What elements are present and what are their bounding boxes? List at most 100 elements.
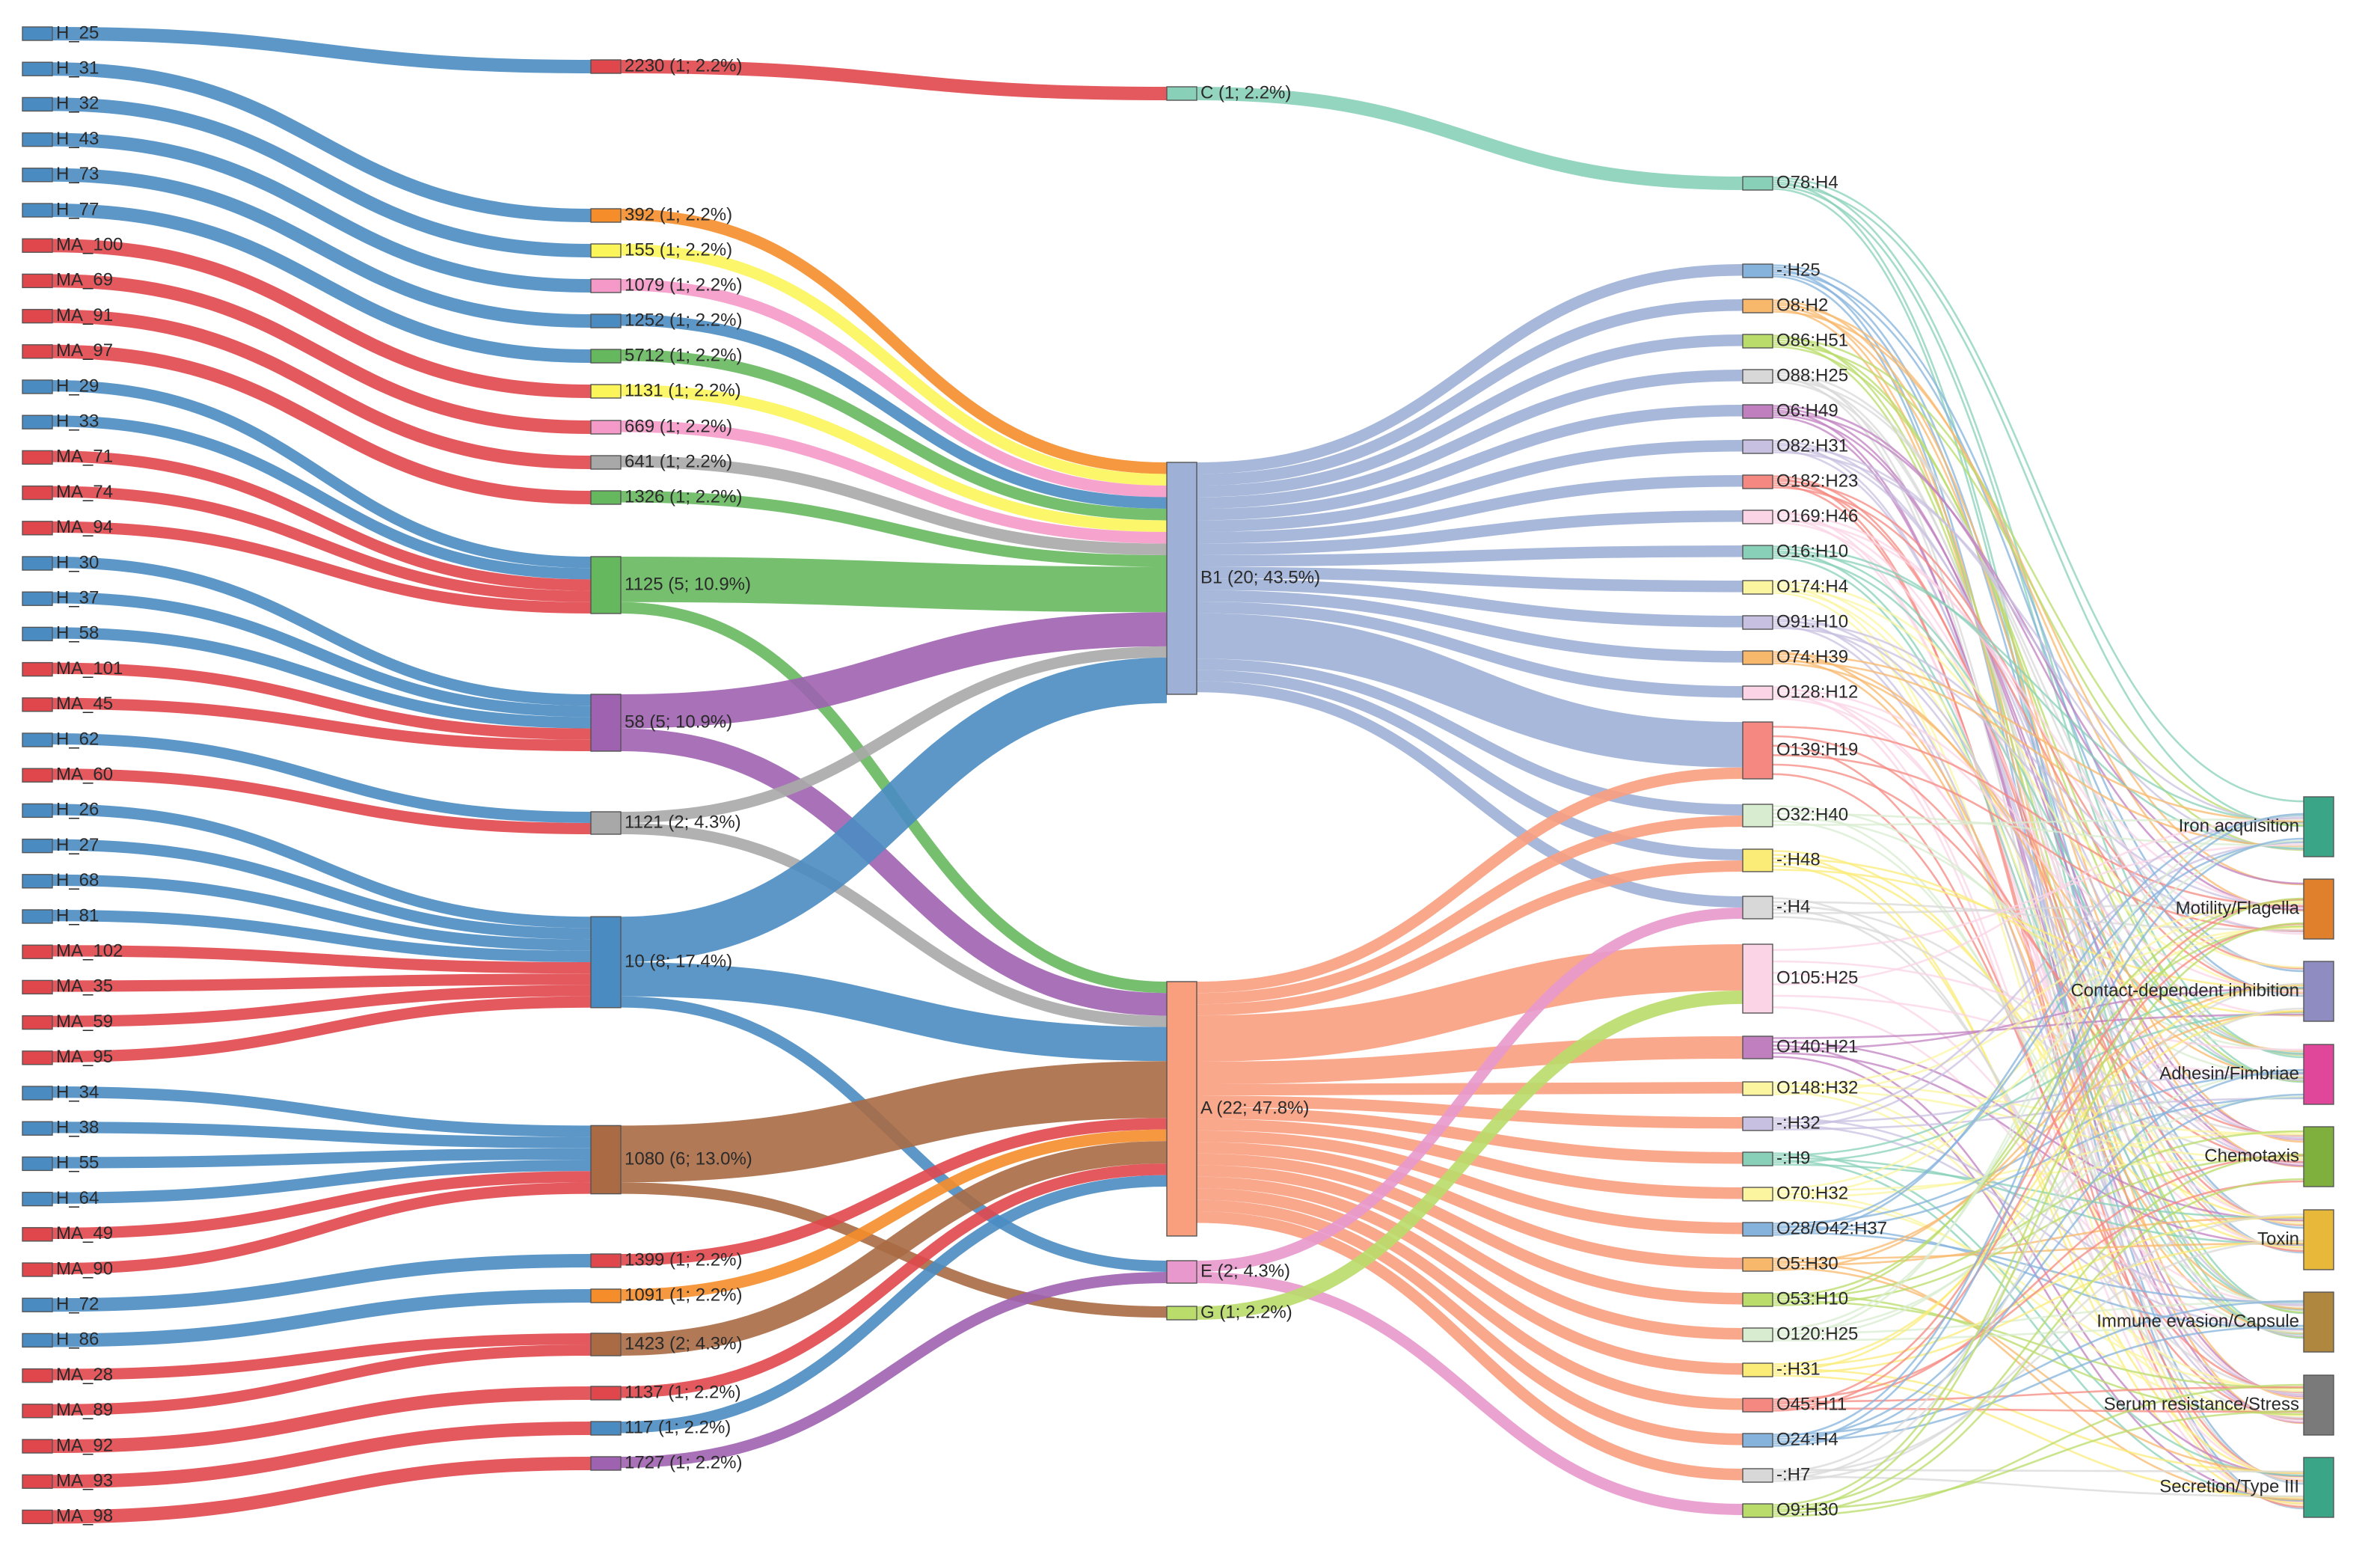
node-641[interactable] bbox=[590, 455, 622, 470]
node-1080[interactable] bbox=[590, 1125, 622, 1195]
node-ma-59[interactable] bbox=[22, 1015, 53, 1030]
node-h48[interactable] bbox=[1742, 848, 1773, 872]
node-h-58[interactable] bbox=[22, 626, 53, 642]
node-o105-h25[interactable] bbox=[1742, 943, 1773, 1014]
node-ma-49[interactable] bbox=[22, 1227, 53, 1242]
node-ma-71[interactable] bbox=[22, 450, 53, 465]
node-ma-100[interactable] bbox=[22, 238, 53, 253]
node-ma-89[interactable] bbox=[22, 1404, 53, 1419]
node-o86-h51[interactable] bbox=[1742, 334, 1773, 349]
node-1423[interactable] bbox=[590, 1333, 622, 1356]
node-ma-28[interactable] bbox=[22, 1368, 53, 1383]
node-h-72[interactable] bbox=[22, 1297, 53, 1312]
node-toxin[interactable] bbox=[2303, 1209, 2334, 1270]
node-h32[interactable] bbox=[1742, 1116, 1773, 1131]
node-1399[interactable] bbox=[590, 1253, 622, 1268]
node-o70-h32[interactable] bbox=[1742, 1187, 1773, 1202]
node-ma-94[interactable] bbox=[22, 521, 53, 536]
node-ma-91[interactable] bbox=[22, 308, 53, 324]
node-e[interactable] bbox=[1166, 1260, 1197, 1284]
node-ma-95[interactable] bbox=[22, 1050, 53, 1065]
node-1125[interactable] bbox=[590, 556, 622, 614]
node-o32-h40[interactable] bbox=[1742, 804, 1773, 827]
node-ma-98[interactable] bbox=[22, 1509, 53, 1525]
node-o174-h4[interactable] bbox=[1742, 580, 1773, 595]
node-h-34[interactable] bbox=[22, 1086, 53, 1101]
node-ma-74[interactable] bbox=[22, 485, 53, 501]
node-b1[interactable] bbox=[1166, 462, 1197, 695]
node-155[interactable] bbox=[590, 243, 622, 258]
node-o91-h10[interactable] bbox=[1742, 615, 1773, 630]
node-o88-h25[interactable] bbox=[1742, 369, 1773, 384]
node-ma-92[interactable] bbox=[22, 1439, 53, 1454]
node-chemotaxis[interactable] bbox=[2303, 1126, 2334, 1187]
node-o182-h23[interactable] bbox=[1742, 474, 1773, 489]
node-h-73[interactable] bbox=[22, 168, 53, 183]
node-2230[interactable] bbox=[590, 59, 622, 74]
node-117[interactable] bbox=[590, 1421, 622, 1436]
node-5712[interactable] bbox=[590, 349, 622, 364]
node-1252[interactable] bbox=[590, 313, 622, 328]
node-ma-45[interactable] bbox=[22, 697, 53, 712]
node-o8-h2[interactable] bbox=[1742, 299, 1773, 313]
node-1121[interactable] bbox=[590, 811, 622, 835]
node-1137[interactable] bbox=[590, 1386, 622, 1401]
node-1326[interactable] bbox=[590, 490, 622, 505]
node-o140-h21[interactable] bbox=[1742, 1035, 1773, 1059]
node-h9[interactable] bbox=[1742, 1151, 1773, 1166]
node-1131[interactable] bbox=[590, 384, 622, 399]
node-o28-o42-h37[interactable] bbox=[1742, 1222, 1773, 1237]
node-o74-h39[interactable] bbox=[1742, 650, 1773, 665]
node-h-77[interactable] bbox=[22, 203, 53, 218]
node-h-68[interactable] bbox=[22, 874, 53, 889]
node-o128-h12[interactable] bbox=[1742, 685, 1773, 700]
node-1091[interactable] bbox=[590, 1288, 622, 1303]
node-h-64[interactable] bbox=[22, 1191, 53, 1207]
node-h-33[interactable] bbox=[22, 414, 53, 429]
node-o82-h31[interactable] bbox=[1742, 439, 1773, 454]
node-contact-dependent-inhibition[interactable] bbox=[2303, 961, 2334, 1022]
node-o53-h10[interactable] bbox=[1742, 1292, 1773, 1307]
node-669[interactable] bbox=[590, 420, 622, 435]
node-h-27[interactable] bbox=[22, 838, 53, 854]
node-h-86[interactable] bbox=[22, 1333, 53, 1348]
node-immune-evasion-capsule[interactable] bbox=[2303, 1291, 2334, 1353]
node-ma-35[interactable] bbox=[22, 979, 53, 995]
node-adhesin-fimbriae[interactable] bbox=[2303, 1044, 2334, 1105]
node-h-30[interactable] bbox=[22, 556, 53, 571]
node-o45-h11[interactable] bbox=[1742, 1398, 1773, 1413]
node-h25[interactable] bbox=[1742, 263, 1773, 278]
node-c[interactable] bbox=[1166, 86, 1197, 101]
node-o5-h30[interactable] bbox=[1742, 1257, 1773, 1272]
node-h31[interactable] bbox=[1742, 1362, 1773, 1377]
node-h-37[interactable] bbox=[22, 591, 53, 606]
node-h-29[interactable] bbox=[22, 379, 53, 394]
node-motility-flagella[interactable] bbox=[2303, 878, 2334, 940]
node-o139-h19[interactable] bbox=[1742, 721, 1773, 780]
node-o148-h32[interactable] bbox=[1742, 1081, 1773, 1096]
node-h-43[interactable] bbox=[22, 132, 53, 147]
node-h-31[interactable] bbox=[22, 61, 53, 76]
node-ma-69[interactable] bbox=[22, 273, 53, 289]
node-h4[interactable] bbox=[1742, 896, 1773, 920]
node-serum-resistance-stress[interactable] bbox=[2303, 1374, 2334, 1436]
node-g[interactable] bbox=[1166, 1306, 1197, 1321]
node-58[interactable] bbox=[590, 694, 622, 752]
node-10[interactable] bbox=[590, 916, 622, 1009]
node-h-25[interactable] bbox=[22, 26, 53, 41]
node-1079[interactable] bbox=[590, 278, 622, 293]
node-ma-101[interactable] bbox=[22, 661, 53, 677]
node-h-26[interactable] bbox=[22, 803, 53, 819]
node-o78-h4[interactable] bbox=[1742, 176, 1773, 191]
node-h-38[interactable] bbox=[22, 1121, 53, 1136]
node-ma-97[interactable] bbox=[22, 344, 53, 359]
node-h-62[interactable] bbox=[22, 732, 53, 747]
node-ma-90[interactable] bbox=[22, 1262, 53, 1277]
node-h7[interactable] bbox=[1742, 1468, 1773, 1483]
node-o6-h49[interactable] bbox=[1742, 404, 1773, 419]
node-o9-h30[interactable] bbox=[1742, 1503, 1773, 1518]
node-h-32[interactable] bbox=[22, 97, 53, 112]
node-h-55[interactable] bbox=[22, 1156, 53, 1172]
node-iron-acquisition[interactable] bbox=[2303, 796, 2334, 857]
node-h-81[interactable] bbox=[22, 909, 53, 924]
